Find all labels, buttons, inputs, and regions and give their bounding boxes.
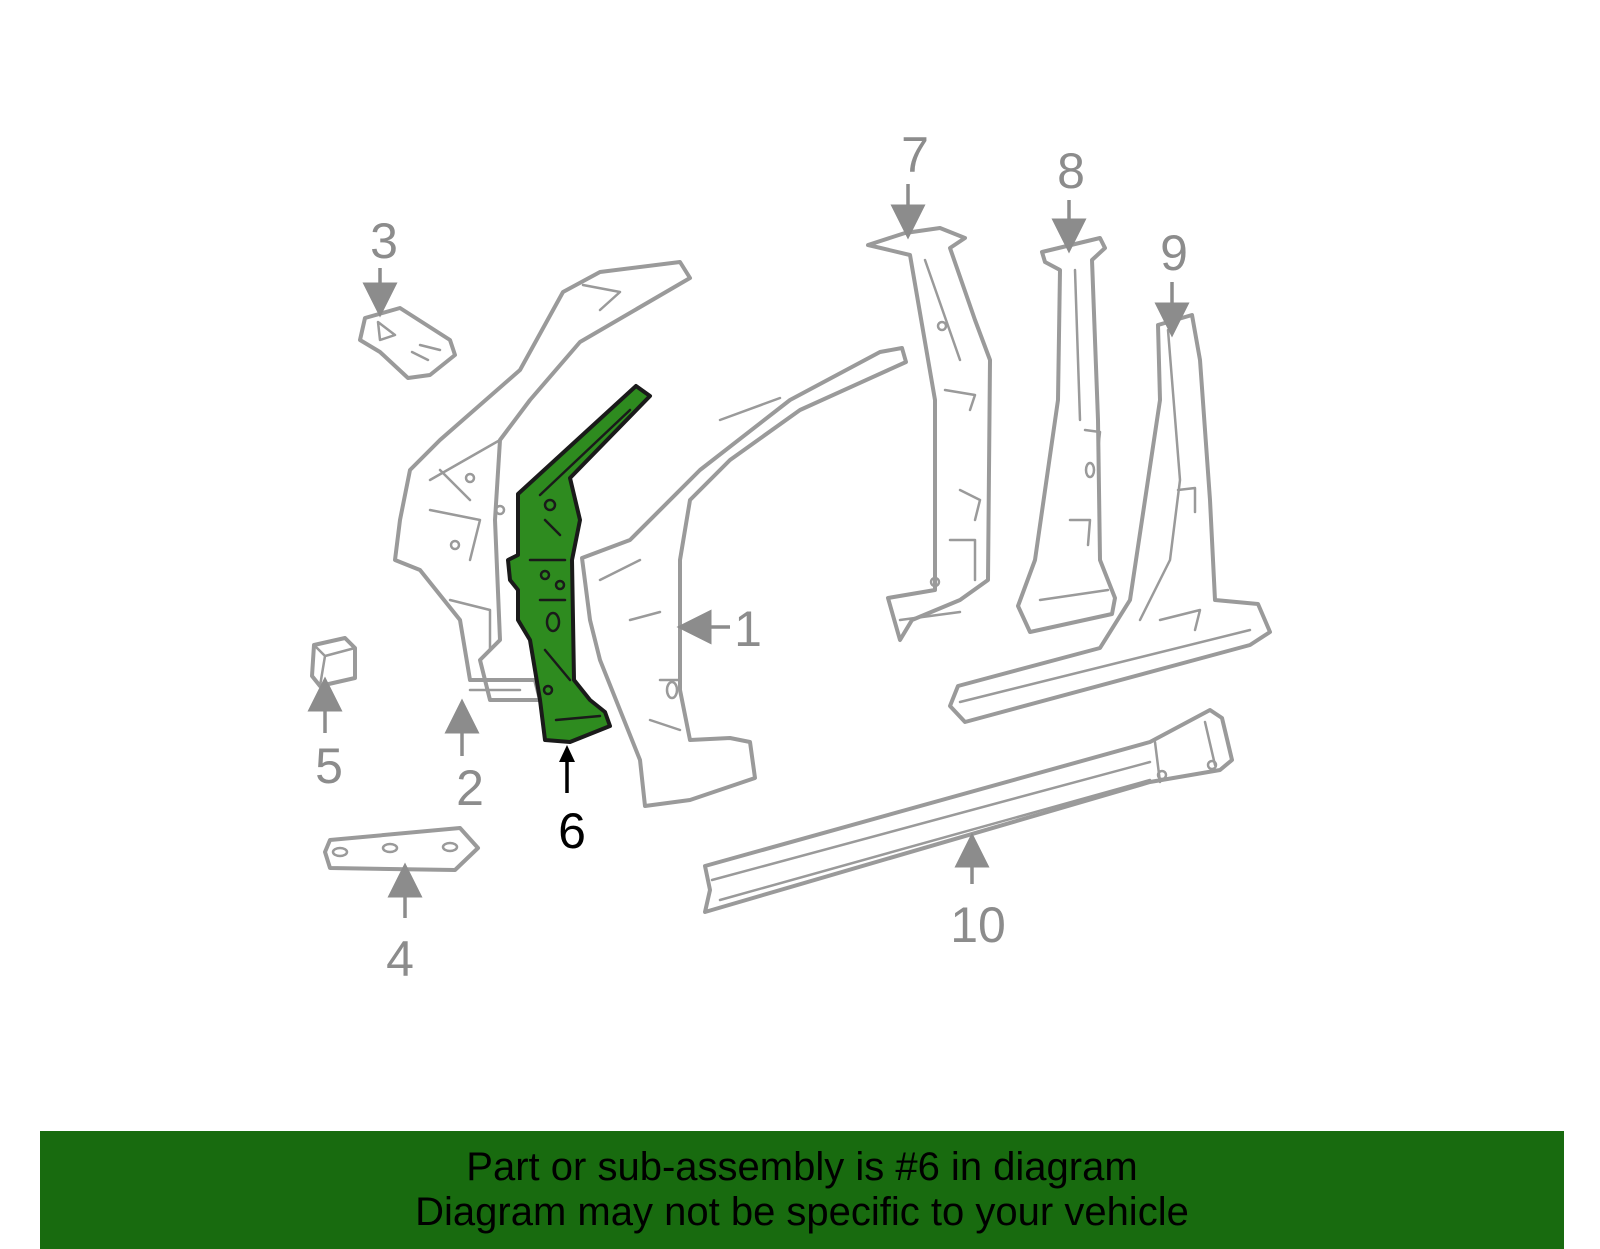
part-5-block[interactable] bbox=[310, 636, 357, 688]
callout-arrows bbox=[307, 184, 1190, 918]
part-2-outer-pillar[interactable] bbox=[393, 260, 692, 702]
part-10-rocker[interactable] bbox=[703, 708, 1234, 914]
callout-6: 6 bbox=[558, 803, 586, 859]
callout-7: 7 bbox=[901, 127, 929, 183]
callout-5: 5 bbox=[315, 738, 343, 794]
part-9-rear-side[interactable] bbox=[948, 313, 1272, 724]
callout-labels: 3 5 2 4 1 6 7 8 9 10 bbox=[315, 127, 1188, 987]
banner-line-1: Part or sub-assembly is #6 in diagram bbox=[466, 1145, 1138, 1189]
info-banner: Part or sub-assembly is #6 in diagram Di… bbox=[40, 1131, 1564, 1249]
part-8-pillar[interactable] bbox=[1016, 236, 1117, 634]
callout-8: 8 bbox=[1057, 143, 1085, 199]
part-3-bracket[interactable] bbox=[358, 306, 457, 380]
part-7-pillar[interactable] bbox=[866, 226, 992, 642]
callout-1: 1 bbox=[734, 601, 762, 657]
banner-line-2: Diagram may not be specific to your vehi… bbox=[415, 1190, 1189, 1234]
part-4-plate[interactable] bbox=[323, 826, 480, 872]
callout-3: 3 bbox=[370, 213, 398, 269]
callout-10: 10 bbox=[950, 897, 1006, 953]
part-6-highlighted[interactable] bbox=[506, 384, 652, 744]
callout-9: 9 bbox=[1160, 225, 1188, 281]
arrow-6-head bbox=[559, 745, 575, 762]
callout-2: 2 bbox=[456, 760, 484, 816]
parts-diagram: 3 5 2 4 1 6 7 8 9 10 bbox=[307, 127, 1272, 987]
callout-4: 4 bbox=[386, 931, 414, 987]
